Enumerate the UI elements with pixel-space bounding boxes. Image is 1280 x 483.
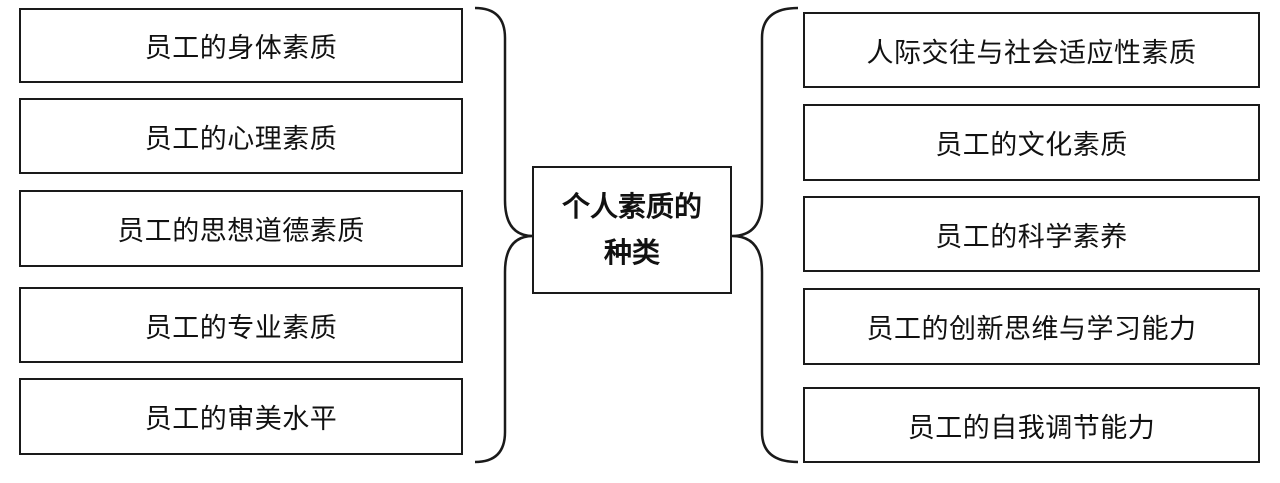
left-item-label: 员工的审美水平 bbox=[144, 404, 338, 435]
right-item-label: 员工的自我调节能力 bbox=[907, 412, 1156, 444]
left-item: 员工的专业素质 bbox=[19, 287, 463, 363]
center-node: 个人素质的 种类 bbox=[532, 166, 732, 294]
left-brace bbox=[474, 6, 534, 464]
right-item: 员工的自我调节能力 bbox=[803, 387, 1260, 463]
left-item: 员工的思想道德素质 bbox=[19, 190, 463, 267]
left-item: 员工的审美水平 bbox=[19, 378, 463, 455]
right-item: 员工的创新思维与学习能力 bbox=[803, 288, 1260, 365]
right-item: 员工的文化素质 bbox=[803, 104, 1260, 181]
right-item-label: 员工的创新思维与学习能力 bbox=[866, 314, 1197, 345]
left-item-label: 员工的身体素质 bbox=[144, 33, 338, 64]
left-item-label: 员工的专业素质 bbox=[144, 312, 338, 344]
center-title-line1: 个人素质的 bbox=[561, 190, 702, 223]
right-item-label: 员工的文化素质 bbox=[935, 130, 1128, 161]
center-title-line2: 种类 bbox=[603, 236, 660, 269]
right-item: 员工的科学素养 bbox=[803, 196, 1260, 272]
right-item: 人际交往与社会适应性素质 bbox=[803, 12, 1260, 88]
left-item: 员工的心理素质 bbox=[19, 98, 463, 174]
left-item-label: 员工的心理素质 bbox=[144, 123, 338, 155]
left-item-label: 员工的思想道德素质 bbox=[117, 216, 365, 247]
right-item-label: 人际交往与社会适应性素质 bbox=[866, 37, 1197, 69]
right-item-label: 员工的科学素养 bbox=[935, 221, 1128, 253]
right-brace bbox=[731, 6, 799, 464]
left-item: 员工的身体素质 bbox=[19, 8, 463, 83]
